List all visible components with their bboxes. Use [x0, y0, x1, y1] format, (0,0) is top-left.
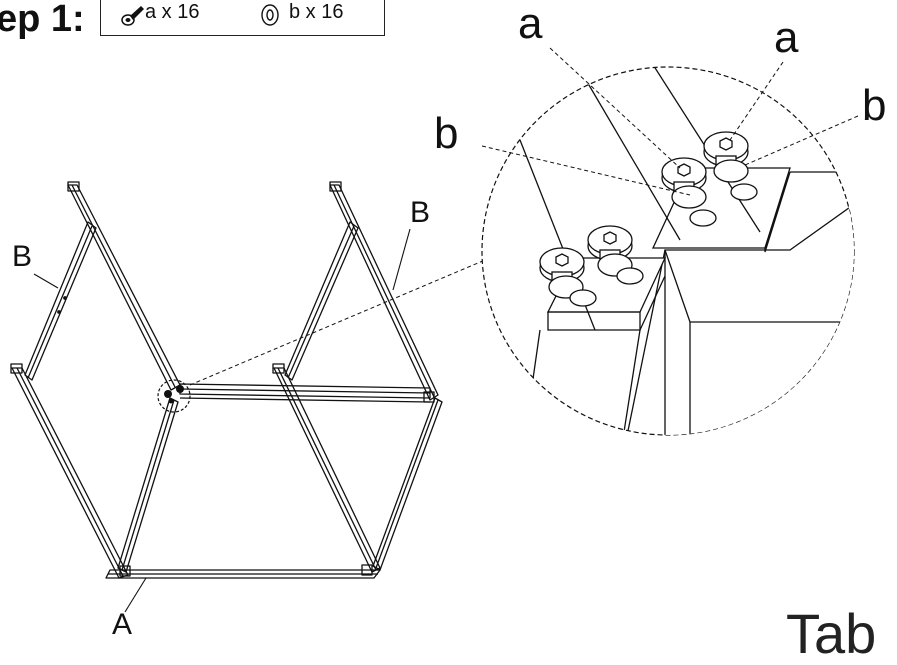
table-frame-drawing: [10, 47, 859, 613]
back-rail: [179, 383, 431, 403]
step-title: ep 1:: [0, 0, 85, 40]
enlarged-detail-view: [481, 47, 859, 436]
part-a-quantity: a x 16: [145, 1, 200, 23]
label-side-frame-left: B: [12, 240, 33, 273]
label-screw-left: a: [518, 0, 543, 48]
label-front-rail: A: [112, 608, 133, 641]
front-rail-a: [105, 391, 435, 579]
label-washer-right: b: [862, 81, 887, 130]
screw-icon: [121, 6, 144, 26]
parts-list: a x 16 b x 16: [100, 0, 385, 36]
left-side-frame-b: [10, 181, 181, 579]
label-screw-right: a: [774, 13, 799, 62]
right-side-frame-b: [272, 181, 443, 573]
part-b-quantity: b x 16: [289, 1, 344, 23]
label-side-frame-right: B: [410, 196, 431, 229]
label-washer-left: b: [434, 109, 459, 158]
detail-leader-line: [189, 259, 486, 386]
footer-heading: Tab: [786, 602, 877, 665]
washer-icon: [261, 4, 279, 26]
left-front-leg: [117, 397, 179, 573]
detail-marker-circle: [157, 379, 191, 413]
